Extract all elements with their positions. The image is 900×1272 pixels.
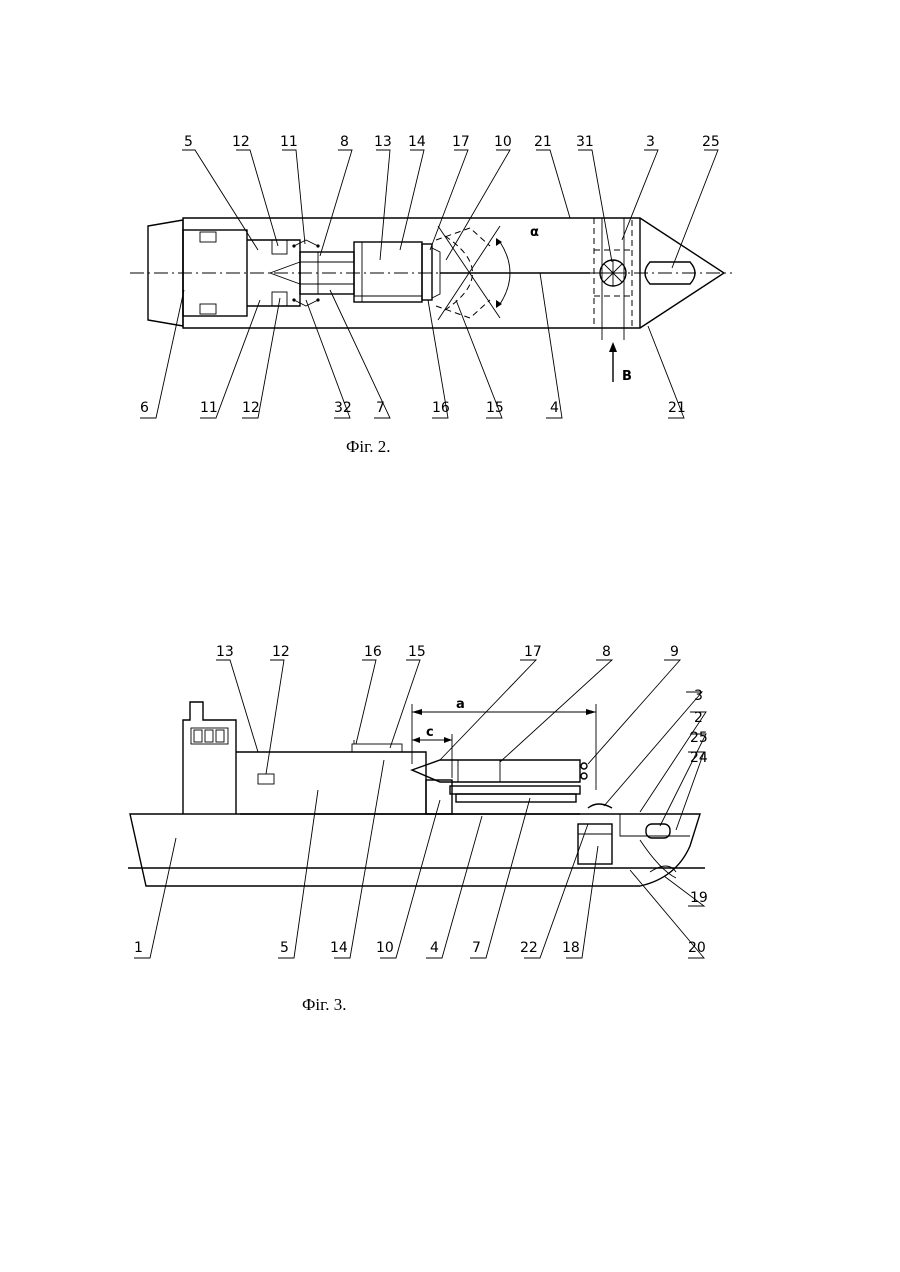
fig2-label-10: 10 <box>494 134 512 150</box>
fig3-label-17: 17 <box>524 644 542 660</box>
fig3-label-25: 25 <box>690 730 708 746</box>
fig3-label-13: 13 <box>216 644 234 660</box>
fig3-label-7: 7 <box>472 940 481 956</box>
fig3-label-20: 20 <box>688 940 706 956</box>
figure-2-caption: Фіг. 2. <box>346 437 390 456</box>
dimension-c: c <box>426 725 434 740</box>
fig2-label-16: 16 <box>432 400 450 416</box>
dimension-a: a <box>456 697 465 712</box>
fig3-label-9: 9 <box>670 644 679 660</box>
fig3-label-12: 12 <box>272 644 290 660</box>
view-label-b: B <box>622 369 632 384</box>
fig2-label-12: 12 <box>232 134 250 150</box>
fig3-label-24: 24 <box>690 750 708 766</box>
fig2-label-25: 25 <box>702 134 720 150</box>
fig2-label-4: 4 <box>550 400 559 416</box>
fig3-label-8: 8 <box>602 644 611 660</box>
fig3-label-16: 16 <box>364 644 382 660</box>
fig2-label-12b: 12 <box>242 400 260 416</box>
figure-3-leaders <box>134 660 706 958</box>
fig3-label-10: 10 <box>376 940 394 956</box>
fig3-label-19: 19 <box>690 890 708 906</box>
fig3-label-18: 18 <box>562 940 580 956</box>
fig3-label-1: 1 <box>134 940 143 956</box>
figure-3-labels: 13 12 16 15 17 8 9 3 2 25 24 19 1 5 14 1… <box>134 644 708 1014</box>
fig2-label-7: 7 <box>376 400 385 416</box>
fig2-label-21: 21 <box>534 134 552 150</box>
figure-2-drawing: B α <box>130 218 732 384</box>
figure-3-drawing: a c <box>128 697 705 886</box>
fig3-label-15: 15 <box>408 644 426 660</box>
fig2-label-6: 6 <box>140 400 149 416</box>
fig2-label-15: 15 <box>486 400 504 416</box>
angle-label-alpha: α <box>530 225 539 240</box>
figure-3-caption: Фіг. 3. <box>302 995 346 1014</box>
fig3-label-14: 14 <box>330 940 348 956</box>
fig2-label-13: 13 <box>374 134 392 150</box>
fig2-label-3: 3 <box>646 134 655 150</box>
fig2-label-8: 8 <box>340 134 349 150</box>
fig2-label-31: 31 <box>576 134 594 150</box>
fig2-label-11: 11 <box>280 134 298 150</box>
fig3-label-4: 4 <box>430 940 439 956</box>
fig2-label-14: 14 <box>408 134 426 150</box>
fig2-label-17: 17 <box>452 134 470 150</box>
figure-2-labels: 5 12 11 8 13 14 17 10 21 31 3 25 6 11 12… <box>140 134 720 456</box>
fig3-label-2: 2 <box>694 710 703 726</box>
fig2-label-5: 5 <box>184 134 193 150</box>
fig2-label-32: 32 <box>334 400 352 416</box>
fig3-label-3: 3 <box>694 688 703 704</box>
fig2-label-11b: 11 <box>200 400 218 416</box>
fig3-label-22: 22 <box>520 940 538 956</box>
fig2-label-21b: 21 <box>668 400 686 416</box>
fig3-label-5: 5 <box>280 940 289 956</box>
